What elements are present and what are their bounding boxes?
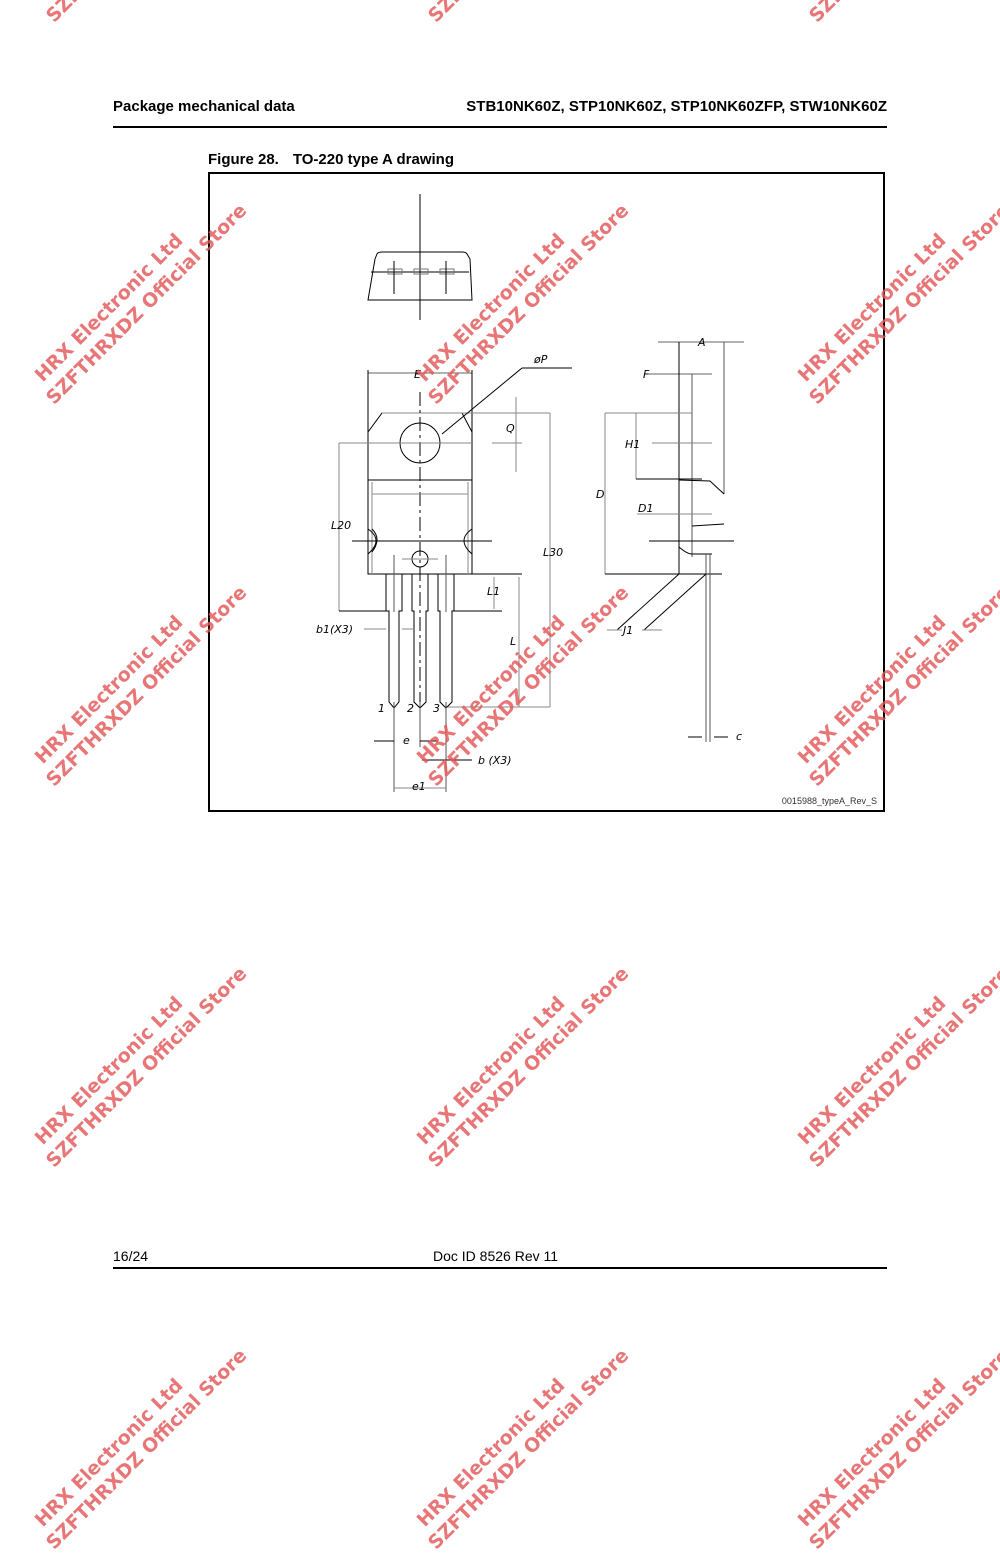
label-pin2: 2 xyxy=(407,702,414,715)
label-b: b (X3) xyxy=(478,754,512,767)
label-pin3: 3 xyxy=(433,702,440,715)
label-E: E xyxy=(414,368,421,381)
label-pin1: 1 xyxy=(378,702,385,715)
page-footer: 16/24 Doc ID 8526 Rev 11 xyxy=(113,1248,887,1269)
label-c: c xyxy=(736,730,742,743)
page-number: 16/24 xyxy=(113,1248,149,1264)
label-L1: L1 xyxy=(487,585,500,598)
label-e: e xyxy=(403,734,410,747)
page-header: Package mechanical data STB10NK60Z, STP1… xyxy=(113,98,887,128)
section-title: Package mechanical data xyxy=(113,98,295,115)
side-view xyxy=(604,341,744,742)
to220-drawing: E øP Q L20 L30 L1 b1(X3) L 1 2 3 e b (X3… xyxy=(208,172,885,812)
label-L20: L20 xyxy=(331,519,351,532)
label-H1: H1 xyxy=(625,438,640,451)
label-L30: L30 xyxy=(543,546,563,559)
label-Q: Q xyxy=(506,422,515,435)
top-view xyxy=(367,194,473,320)
label-D1: D1 xyxy=(638,502,653,515)
doc-id: Doc ID 8526 Rev 11 xyxy=(433,1248,559,1264)
label-F: F xyxy=(643,368,650,381)
figure-caption: Figure 28. TO-220 type A drawing xyxy=(208,151,454,168)
label-D: D xyxy=(596,488,604,501)
drawing-id: 0015988_typeA_Rev_S xyxy=(781,796,877,806)
figure-title: TO-220 type A drawing xyxy=(292,151,455,168)
figure-number: Figure 28. xyxy=(208,151,279,168)
label-oP: øP xyxy=(533,353,548,366)
technical-drawing: E øP Q L20 L30 L1 b1(X3) L 1 2 3 e b (X3… xyxy=(316,194,744,793)
front-view xyxy=(338,367,572,792)
label-J1: J1 xyxy=(621,624,633,637)
label-e1: e1 xyxy=(412,780,426,793)
label-L: L xyxy=(510,635,516,648)
part-numbers: STB10NK60Z, STP10NK60Z, STP10NK60ZFP, ST… xyxy=(466,98,887,115)
label-b1: b1(X3) xyxy=(316,623,353,636)
label-A: A xyxy=(697,336,706,349)
